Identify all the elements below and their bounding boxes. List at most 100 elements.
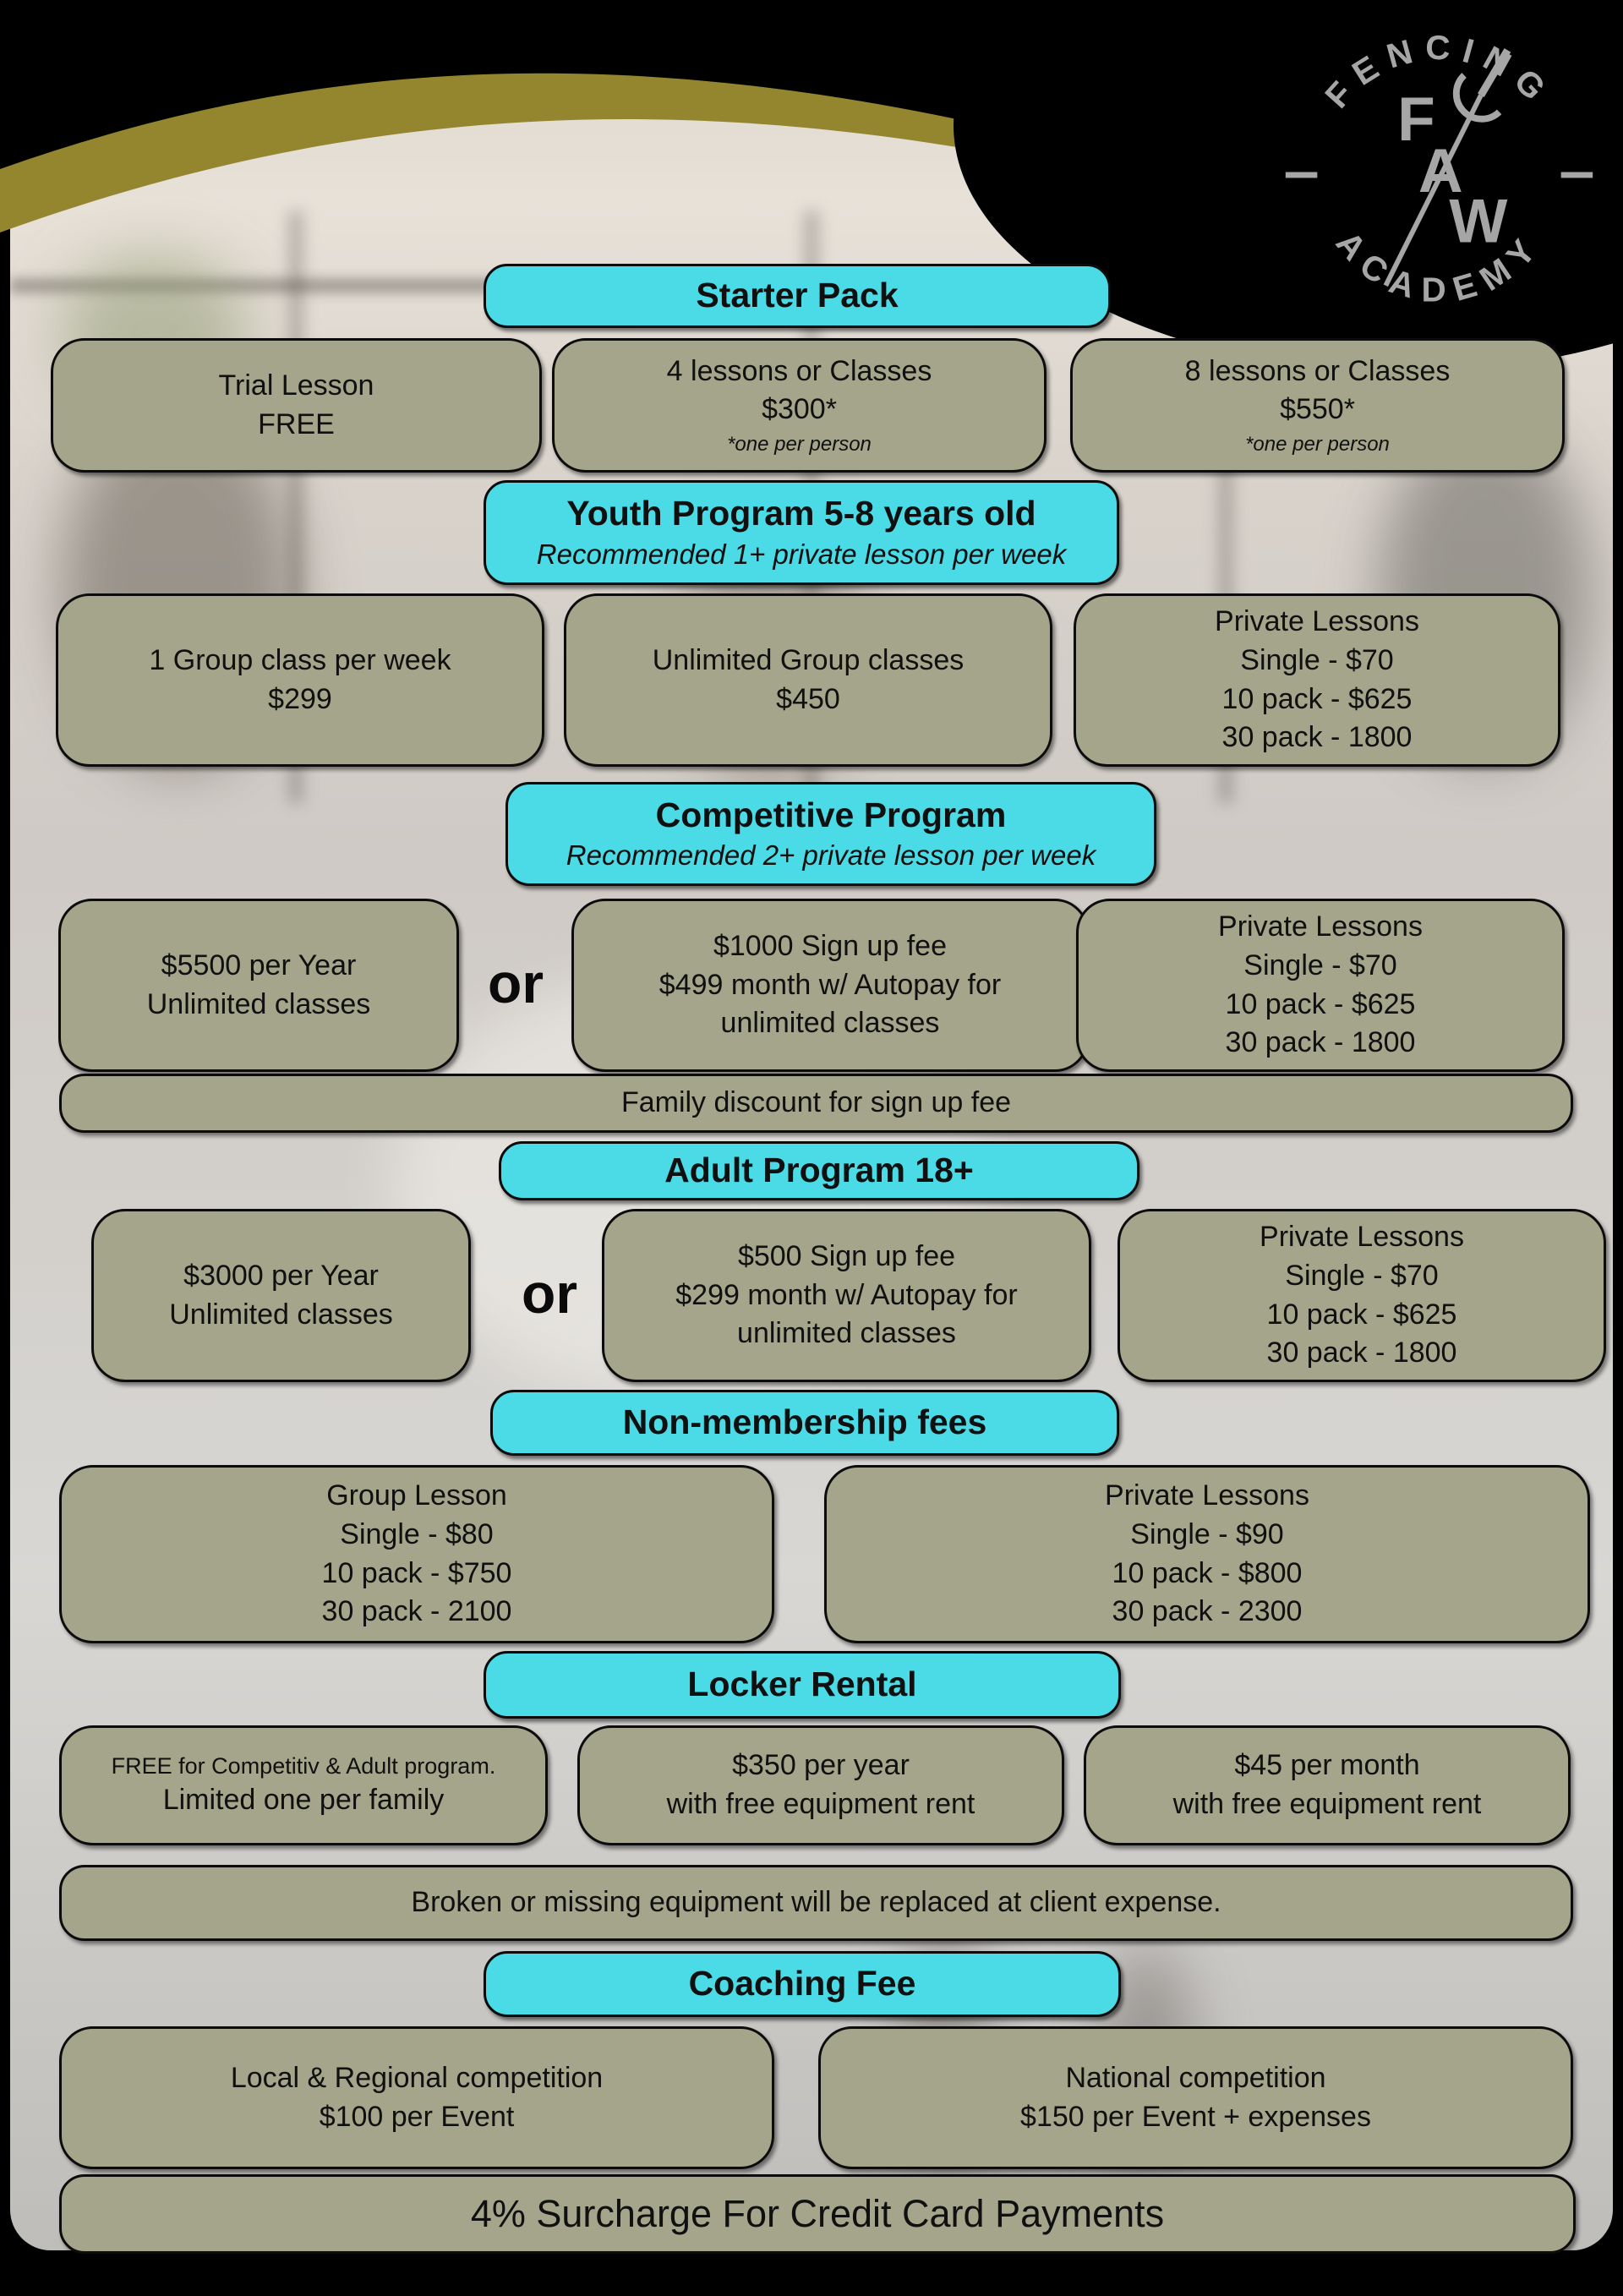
bar-credit-card-surcharge: 4% Surcharge For Credit Card Payments bbox=[59, 2174, 1576, 2254]
section-title: Competitive Program bbox=[655, 795, 1007, 834]
price: 30 pack - 1800 bbox=[1221, 721, 1413, 754]
text-line: unlimited classes bbox=[720, 1007, 940, 1040]
text-line: Private Lessons bbox=[1218, 910, 1423, 943]
header-youth-program: Youth Program 5-8 years old Recommended … bbox=[484, 480, 1119, 585]
header-starter-pack: Starter Pack bbox=[484, 264, 1111, 328]
price: 30 pack - 2100 bbox=[321, 1595, 512, 1628]
price: Single - $80 bbox=[340, 1517, 494, 1550]
card-private-lessons-youth: Private Lessons Single - $70 10 pack - $… bbox=[1074, 593, 1560, 767]
header-locker-rental: Locker Rental bbox=[484, 1651, 1121, 1719]
price: 30 pack - 2300 bbox=[1112, 1595, 1303, 1628]
card-4-lessons: 4 lessons or Classes $300* *one per pers… bbox=[552, 338, 1046, 473]
price: $300* bbox=[762, 393, 837, 426]
price: 10 pack - $625 bbox=[1266, 1298, 1457, 1331]
price: Single - $70 bbox=[1240, 643, 1394, 676]
text-line: FREE bbox=[258, 407, 335, 440]
header-nonmembership-fees: Non-membership fees bbox=[490, 1390, 1119, 1456]
price: 10 pack - $750 bbox=[321, 1556, 512, 1589]
price: Single - $90 bbox=[1130, 1517, 1284, 1550]
card-coaching-national: National competition $150 per Event + ex… bbox=[818, 2026, 1573, 2169]
monogram-f: F bbox=[1397, 85, 1435, 154]
section-subtitle: Recommended 1+ private lesson per week bbox=[536, 538, 1067, 570]
text-line: FREE for Competitiv & Adult program. bbox=[111, 1753, 496, 1779]
price: Single - $70 bbox=[1243, 948, 1397, 981]
text-line: $499 month w/ Autopay for bbox=[658, 968, 1002, 1001]
price: $550* bbox=[1280, 393, 1355, 426]
text-line: Unlimited classes bbox=[146, 987, 371, 1020]
section-subtitle: Recommended 2+ private lesson per week bbox=[566, 839, 1096, 872]
text-line: with free equipment rent bbox=[666, 1788, 975, 1820]
fine-print: *one per person bbox=[727, 432, 872, 456]
bar-equipment-note: Broken or missing equipment will be repl… bbox=[59, 1865, 1573, 1941]
price: $150 per Event + expenses bbox=[1020, 2100, 1371, 2133]
price: $3000 per Year bbox=[183, 1259, 379, 1292]
card-nonmember-private-lessons: Private Lessons Single - $90 10 pack - $… bbox=[824, 1465, 1590, 1643]
bar-family-discount: Family discount for sign up fee bbox=[59, 1074, 1573, 1133]
text-line: Unlimited classes bbox=[169, 1298, 393, 1331]
monogram-w: W bbox=[1449, 187, 1507, 255]
text-line: Group Lesson bbox=[326, 1479, 507, 1512]
text-line: Trial Lesson bbox=[218, 369, 374, 402]
price: $299 bbox=[268, 682, 332, 715]
card-locker-yearly: $350 per year with free equipment rent bbox=[577, 1725, 1064, 1845]
logo-arc-bottom-text: ACADEMY bbox=[1329, 224, 1550, 309]
text-line: Local & Regional competition bbox=[230, 2061, 604, 2094]
fine-print: *one per person bbox=[1245, 432, 1390, 456]
or-label: or bbox=[488, 951, 544, 1014]
header-adult-program: Adult Program 18+ bbox=[499, 1141, 1139, 1200]
price: $45 per month bbox=[1234, 1749, 1420, 1782]
header-competitive-program: Competitive Program Recommended 2+ priva… bbox=[505, 782, 1156, 886]
text-line: Private Lessons bbox=[1260, 1221, 1464, 1254]
logo-dash-left bbox=[1285, 172, 1318, 178]
price: 30 pack - 1800 bbox=[1266, 1337, 1457, 1369]
section-title: Locker Rental bbox=[687, 1665, 917, 1704]
or-label: or bbox=[522, 1261, 577, 1325]
price: $500 Sign up fee bbox=[737, 1240, 956, 1273]
logo-dash-right bbox=[1560, 172, 1593, 178]
card-private-lessons-competitive: Private Lessons Single - $70 10 pack - $… bbox=[1076, 899, 1565, 1072]
card-coaching-local: Local & Regional competition $100 per Ev… bbox=[59, 2026, 774, 2169]
card-youth-weekly: 1 Group class per week $299 bbox=[56, 593, 544, 767]
price: $100 per Event bbox=[319, 2100, 515, 2133]
text-line: 4% Surcharge For Credit Card Payments bbox=[470, 2191, 1165, 2235]
text-line: Private Lessons bbox=[1105, 1479, 1309, 1512]
card-private-lessons-adult: Private Lessons Single - $70 10 pack - $… bbox=[1118, 1209, 1606, 1382]
price: $350 per year bbox=[732, 1749, 910, 1782]
text-line: Private Lessons bbox=[1215, 605, 1419, 638]
text-line: Limited one per family bbox=[162, 1784, 445, 1817]
section-title: Non-membership fees bbox=[622, 1402, 987, 1442]
text-line: Broken or missing equipment will be repl… bbox=[411, 1886, 1221, 1919]
text-line: with free equipment rent bbox=[1172, 1788, 1482, 1820]
logo-arc-top-text: FENCING bbox=[1317, 28, 1560, 116]
price: 10 pack - $625 bbox=[1225, 987, 1416, 1020]
price: 10 pack - $800 bbox=[1112, 1556, 1303, 1589]
text-line: 8 lessons or Classes bbox=[1184, 354, 1451, 387]
card-competitive-yearly: $5500 per Year Unlimited classes bbox=[58, 899, 459, 1072]
section-title: Youth Program 5-8 years old bbox=[566, 494, 1036, 533]
card-adult-monthly: $500 Sign up fee $299 month w/ Autopay f… bbox=[602, 1209, 1091, 1382]
header-coaching-fee: Coaching Fee bbox=[484, 1951, 1121, 2017]
card-8-lessons: 8 lessons or Classes $550* *one per pers… bbox=[1070, 338, 1565, 473]
card-competitive-monthly: $1000 Sign up fee $499 month w/ Autopay … bbox=[571, 899, 1089, 1072]
price: 10 pack - $625 bbox=[1221, 682, 1413, 715]
text-line: $299 month w/ Autopay for bbox=[675, 1278, 1018, 1311]
text-line: Family discount for sign up fee bbox=[620, 1086, 1012, 1119]
card-locker-free: FREE for Competitiv & Adult program. Lim… bbox=[59, 1725, 548, 1845]
card-nonmember-group-lesson: Group Lesson Single - $80 10 pack - $750… bbox=[59, 1465, 774, 1643]
card-youth-unlimited: Unlimited Group classes $450 bbox=[564, 593, 1052, 767]
price: $5500 per Year bbox=[161, 948, 357, 981]
text-line: 4 lessons or Classes bbox=[666, 354, 932, 387]
card-adult-yearly: $3000 per Year Unlimited classes bbox=[91, 1209, 471, 1382]
card-locker-monthly: $45 per month with free equipment rent bbox=[1084, 1725, 1571, 1845]
price: 30 pack - 1800 bbox=[1225, 1026, 1416, 1059]
section-title: Adult Program 18+ bbox=[664, 1151, 974, 1190]
text-line: Unlimited Group classes bbox=[652, 643, 965, 676]
card-trial-lesson: Trial Lesson FREE bbox=[51, 338, 542, 473]
price: Single - $70 bbox=[1285, 1259, 1439, 1292]
text-line: 1 Group class per week bbox=[149, 643, 451, 676]
section-title: Starter Pack bbox=[696, 276, 899, 315]
academy-logo: FENCING ACADEMY F A W bbox=[1285, 28, 1593, 309]
price: $450 bbox=[776, 682, 840, 715]
text-line: National competition bbox=[1065, 2061, 1326, 2094]
